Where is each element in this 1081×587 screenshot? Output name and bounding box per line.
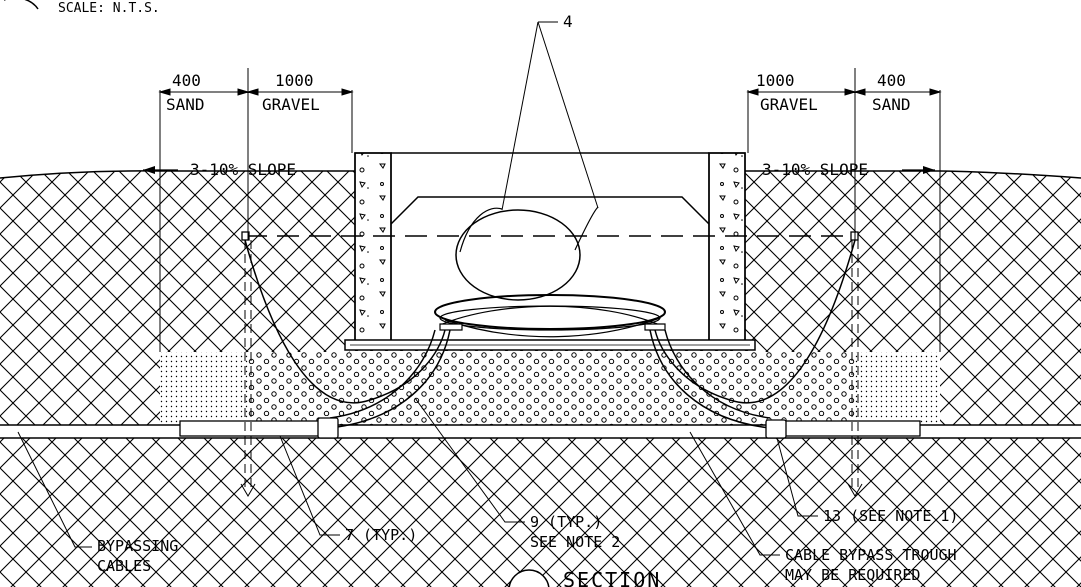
conduit-left: [329, 329, 451, 429]
dim-left-sand-label: SAND: [166, 95, 205, 114]
slope-label-left: 3-10% SLOPE: [190, 160, 296, 179]
dim-right-gravel-label: GRAVEL: [760, 95, 818, 114]
sand-fill-right: [855, 352, 940, 425]
dimension-lines: [158, 68, 942, 352]
slope-label-right: 3-10% SLOPE: [762, 160, 868, 179]
dim-left-sand-width: 400: [172, 71, 201, 90]
callout-4-label: 4: [563, 12, 573, 31]
bypass-trough-left: [179, 420, 321, 437]
callout-4-leaders: [501, 21, 599, 211]
dim-right-gravel-width: 1000: [756, 71, 795, 90]
conduit-right: [649, 329, 771, 429]
callout-trough-line2: MAY BE REQUIRED: [785, 566, 920, 584]
dim-left-gravel-label: GRAVEL: [262, 95, 320, 114]
pit-insert: [390, 196, 710, 225]
cable-coil-upper: [455, 209, 581, 301]
callout-bypassing-line1: BYPASSING: [97, 537, 178, 555]
gravel-fill: [248, 343, 855, 425]
callout-9-line2: SEE NOTE 2: [530, 533, 620, 551]
section-title: SECTION: [563, 568, 661, 587]
sand-fill-left: [160, 352, 248, 425]
detail-bubble: [4, 0, 39, 10]
detector-cable-right: [654, 239, 856, 404]
callout-trough-line1: CABLE BYPASS TROUGH: [785, 546, 957, 564]
callout-7-label: 7 (TYP.): [345, 526, 417, 544]
section-bubble: [508, 569, 550, 587]
pit-wall-right: [708, 152, 746, 344]
dim-right-sand-label: SAND: [872, 95, 911, 114]
detector-cable-left: [244, 239, 446, 404]
dim-left-gravel-width: 1000: [275, 71, 314, 90]
cable-coil-lower: [434, 294, 666, 330]
ground-line-right: [745, 170, 1081, 179]
callout-bypassing-line2: CABLES: [97, 557, 151, 575]
dim-right-sand-width: 400: [877, 71, 906, 90]
pit-wall-left: [354, 152, 392, 344]
callout-13-label: 13 (SEE NOTE 1): [823, 507, 958, 525]
scale-text: SCALE: N.T.S.: [58, 1, 160, 16]
callout-9-line1: 9 (TYP.): [530, 513, 602, 531]
